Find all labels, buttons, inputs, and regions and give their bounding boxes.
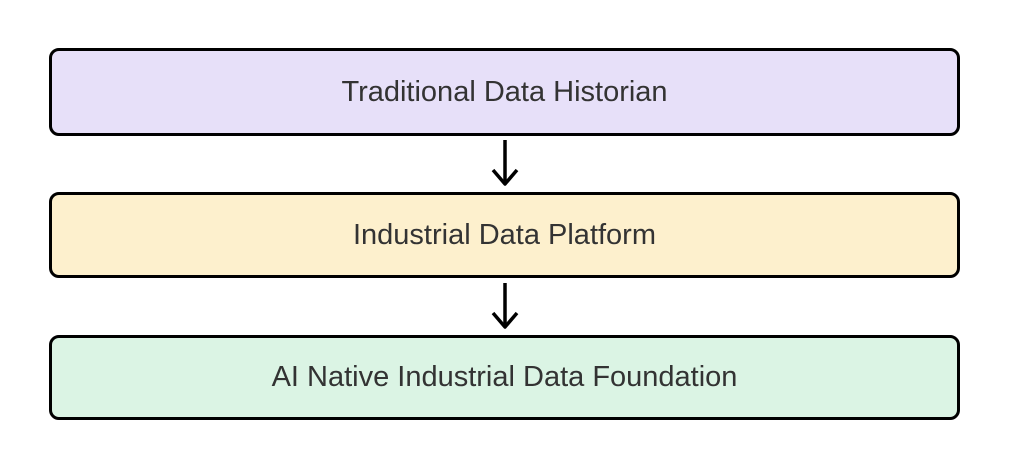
arrow-down-icon [487, 139, 523, 187]
node-label: AI Native Industrial Data Foundation [271, 361, 738, 394]
node-industrial-data-platform: Industrial Data Platform [49, 192, 960, 278]
arrow-down-icon [487, 282, 523, 330]
node-ai-native-industrial-data-foundation: AI Native Industrial Data Foundation [49, 335, 960, 420]
node-label: Traditional Data Historian [341, 75, 668, 108]
node-traditional-data-historian: Traditional Data Historian [49, 48, 960, 136]
node-label: Industrial Data Platform [352, 218, 656, 251]
